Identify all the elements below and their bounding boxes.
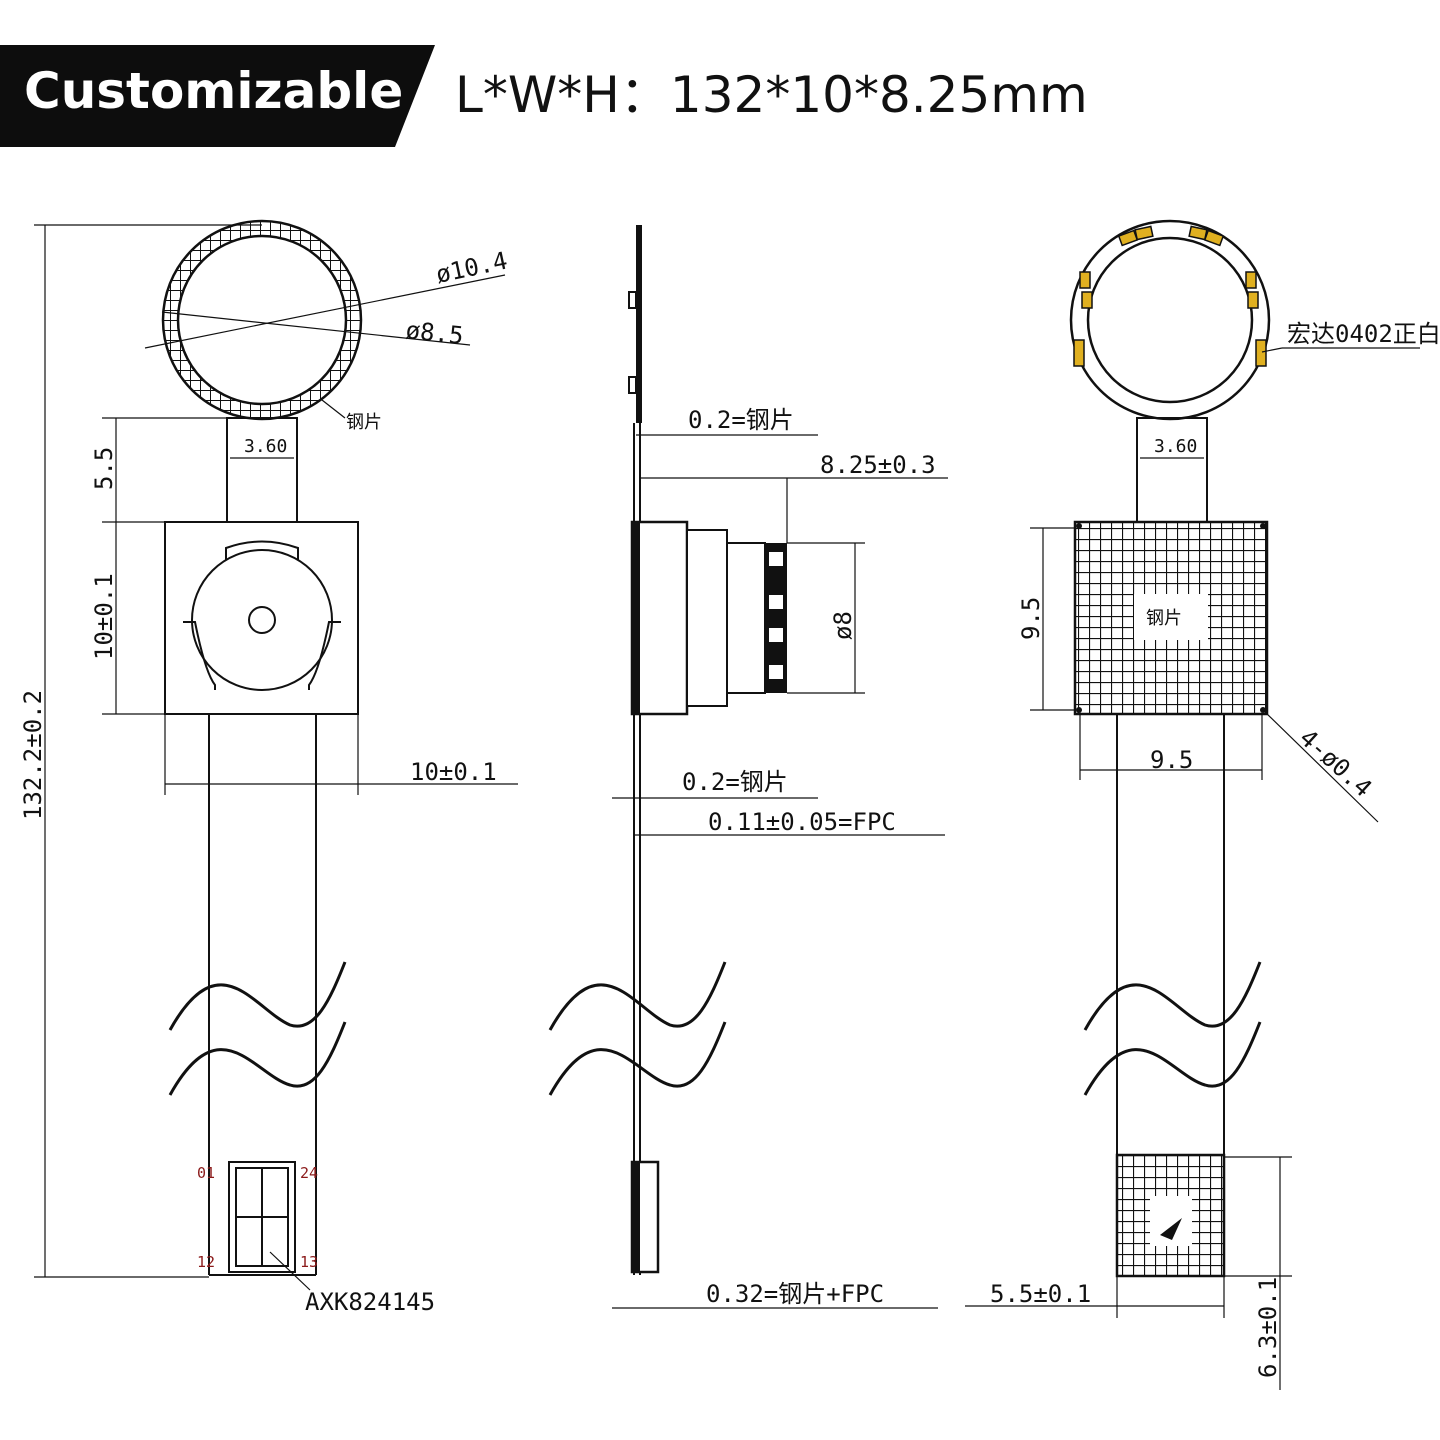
front-lens-ring: [161, 219, 363, 421]
side-break-line-2: [548, 1021, 727, 1096]
connector-label: AXK824145: [305, 1288, 435, 1316]
back-view: 宏达0402正白 3.60 钢片 9.5 9.5 4-ø0.4: [965, 219, 1440, 1390]
outer-diameter-leader: [144, 274, 506, 349]
back-steel-label: 钢片: [1146, 608, 1182, 629]
side-break-line-1: [548, 961, 727, 1031]
back-led-pads: [1073, 225, 1267, 367]
front-module-body: [164, 521, 359, 715]
side-bump-1: [628, 291, 637, 309]
inner-diameter-label: ø8.5: [404, 316, 464, 350]
tail-length-label: 6.3±0.1: [1254, 1277, 1282, 1378]
side-steel-mid-label: 0.2=钢片: [682, 768, 788, 796]
neck-length-label: 5.5: [90, 447, 118, 490]
back-tail-stiffener: [1115, 1153, 1226, 1278]
front-steel-label: 钢片: [346, 412, 382, 433]
back-break-line-1: [1083, 961, 1262, 1031]
holes-label: 4-ø0.4: [1294, 724, 1377, 803]
side-steel-fpc-label: 0.32=钢片+FPC: [706, 1280, 884, 1308]
holes-leader: [1262, 709, 1379, 823]
front-connector: [228, 1161, 296, 1273]
plate-height-label: 9.5: [1017, 597, 1045, 640]
front-neck: [226, 417, 298, 523]
inner-diameter-leader: [161, 311, 471, 346]
dimensions-heading: L*W*H：132*10*8.25mm: [455, 66, 1088, 124]
tail-width-label: 5.5±0.1: [990, 1280, 1091, 1308]
pin-12-label: 12: [197, 1253, 215, 1271]
front-break-line-1: [168, 961, 347, 1031]
back-break-line-2: [1083, 1021, 1262, 1096]
back-neck-width-label: 3.60: [1154, 436, 1197, 457]
outer-diameter-label: ø10.4: [433, 246, 509, 288]
led-note-leader: [1261, 347, 1283, 353]
front-view: ø10.4 ø8.5 钢片 3.60 5.5 10±0.1 10±0.1: [19, 219, 518, 1316]
led-note-label: 宏达0402正白: [1287, 320, 1440, 348]
connector-leader: [269, 1251, 311, 1291]
module-width-label: 10±0.1: [410, 758, 497, 786]
side-module: [630, 520, 787, 716]
side-view: 0.2=钢片 8.25±0.3 ø8 0.2=钢片 0.11±0.05=FPC: [548, 225, 948, 1309]
total-length-label: 132.2±0.2: [19, 690, 47, 820]
lens-diameter-label: ø8: [829, 611, 857, 640]
banner-title: Customizable: [24, 62, 404, 120]
customizable-banner: [0, 45, 440, 147]
side-steel-top-label: 0.2=钢片: [688, 406, 794, 434]
banner-background: [0, 45, 435, 147]
pin-01-label: 01: [197, 1164, 215, 1182]
back-steel-plate: [1073, 520, 1269, 716]
pin-13-label: 13: [300, 1253, 318, 1271]
pin-24-label: 24: [300, 1164, 318, 1182]
back-led-ring: [1069, 219, 1271, 421]
side-bump-2: [628, 376, 637, 394]
module-height-label: 10±0.1: [90, 573, 118, 660]
back-neck: [1136, 417, 1208, 523]
side-steel-top: [636, 225, 642, 423]
front-neck-width-label: 3.60: [244, 436, 287, 457]
side-connector-steel: [632, 1162, 640, 1272]
front-lens: [183, 540, 341, 691]
side-height-label: 8.25±0.3: [820, 451, 936, 479]
steel-leader: [321, 399, 346, 419]
plate-width-label: 9.5: [1150, 746, 1193, 774]
side-fpc-label: 0.11±0.05=FPC: [708, 808, 896, 836]
front-break-line-2: [168, 1021, 347, 1096]
